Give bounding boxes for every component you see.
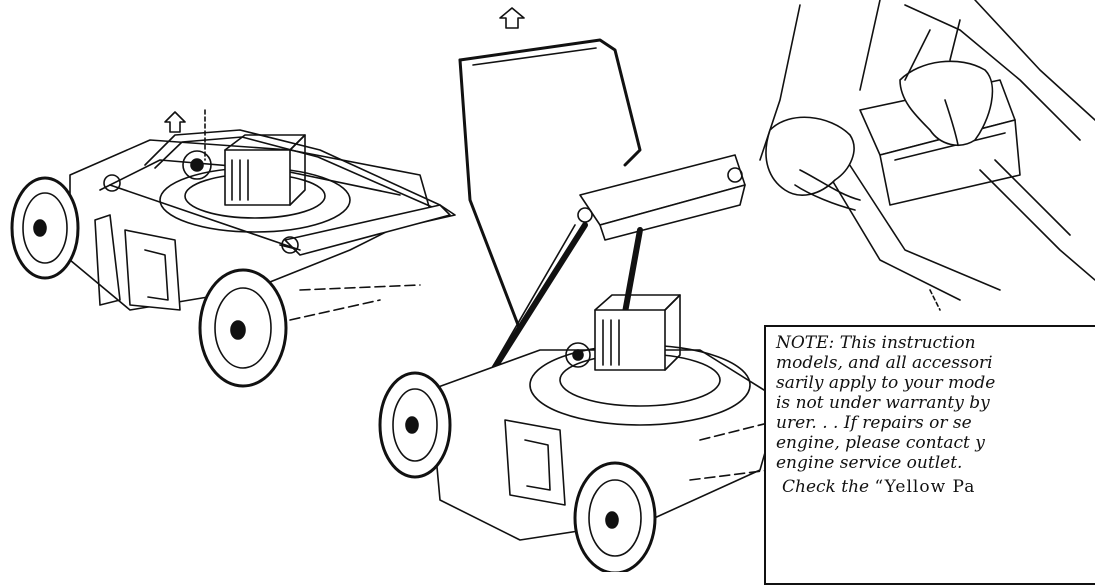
note-box: NOTE: This instruction models, and all a… xyxy=(764,325,1095,585)
check-quoted: “Yellow Pa xyxy=(874,477,976,497)
hands-handle-illustration xyxy=(759,0,1095,311)
note-line-4: is not under warranty by xyxy=(776,393,990,413)
note-line-3: sarily apply to your mode xyxy=(776,373,996,393)
mower-folded-illustration xyxy=(10,109,456,388)
note-line-2: models, and all accessori xyxy=(776,353,993,373)
up-arrow-icon xyxy=(164,111,186,133)
illustrations xyxy=(10,0,1095,572)
note-line-7: engine service outlet. xyxy=(776,453,963,473)
note-line-1: NOTE: This instruction xyxy=(776,333,976,353)
check-prefix: Check the xyxy=(782,477,875,497)
note-line-5: urer. . . If repairs or se xyxy=(776,413,972,433)
up-arrow-icon-2 xyxy=(499,7,525,29)
check-yellow-pages-line: Check the “Yellow Pa xyxy=(776,477,1095,497)
mower-raised-illustration xyxy=(378,7,781,572)
note-line-6: engine, please contact y xyxy=(776,433,985,453)
